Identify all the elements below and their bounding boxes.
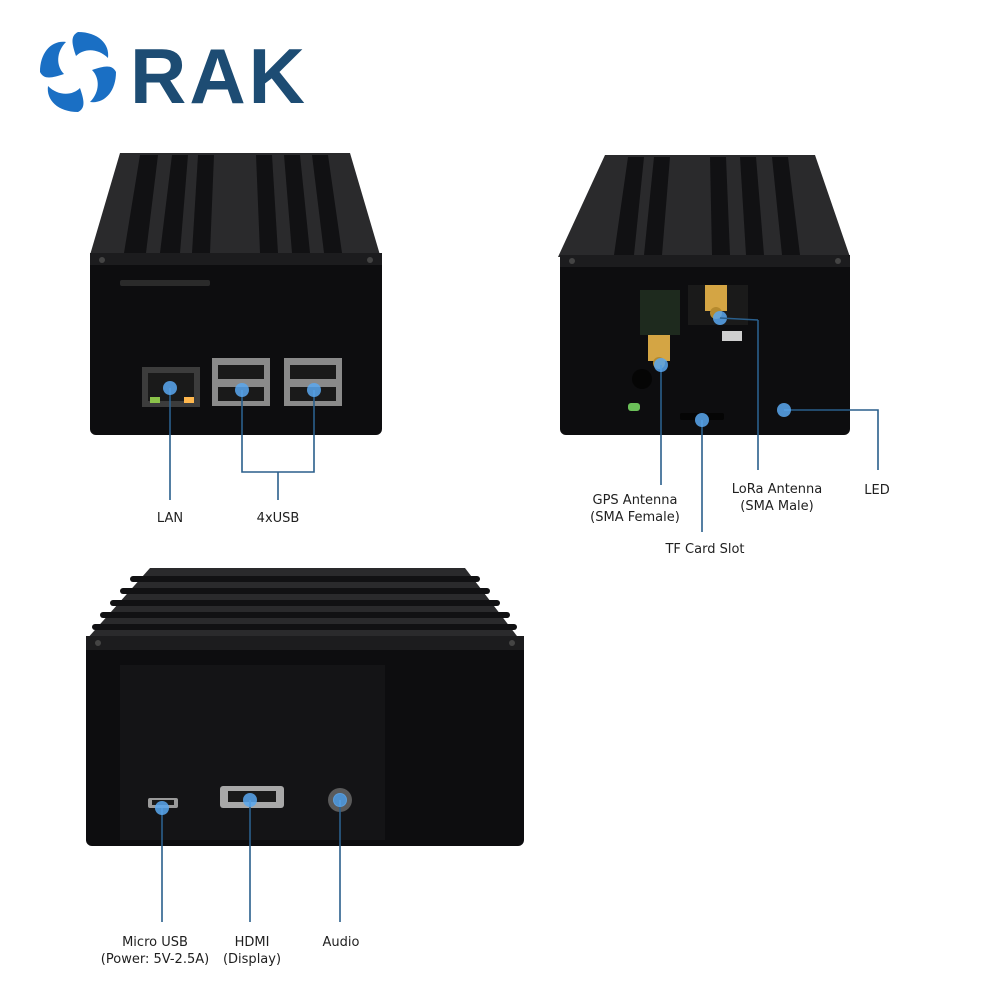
label-hdmi: HDMI (Display) <box>222 935 282 967</box>
back-view-device <box>558 155 850 435</box>
front-view-device <box>90 153 382 435</box>
label-audio: Audio <box>322 935 360 950</box>
label-micro-usb: Micro USB (Power: 5V-2.5A) <box>100 935 210 967</box>
side-view-device <box>86 568 524 846</box>
label-gps-antenna: GPS Antenna (SMA Female) <box>590 493 680 525</box>
label-lan: LAN <box>156 511 184 526</box>
label-lora-antenna: LoRa Antenna (SMA Male) <box>731 482 823 514</box>
label-led: LED <box>864 483 890 498</box>
label-tf-card-slot: TF Card Slot <box>665 542 745 557</box>
brand-logo-text: RAK <box>130 32 308 120</box>
rak-swirl-logo-icon <box>40 32 116 112</box>
label-4xusb: 4xUSB <box>256 511 300 526</box>
